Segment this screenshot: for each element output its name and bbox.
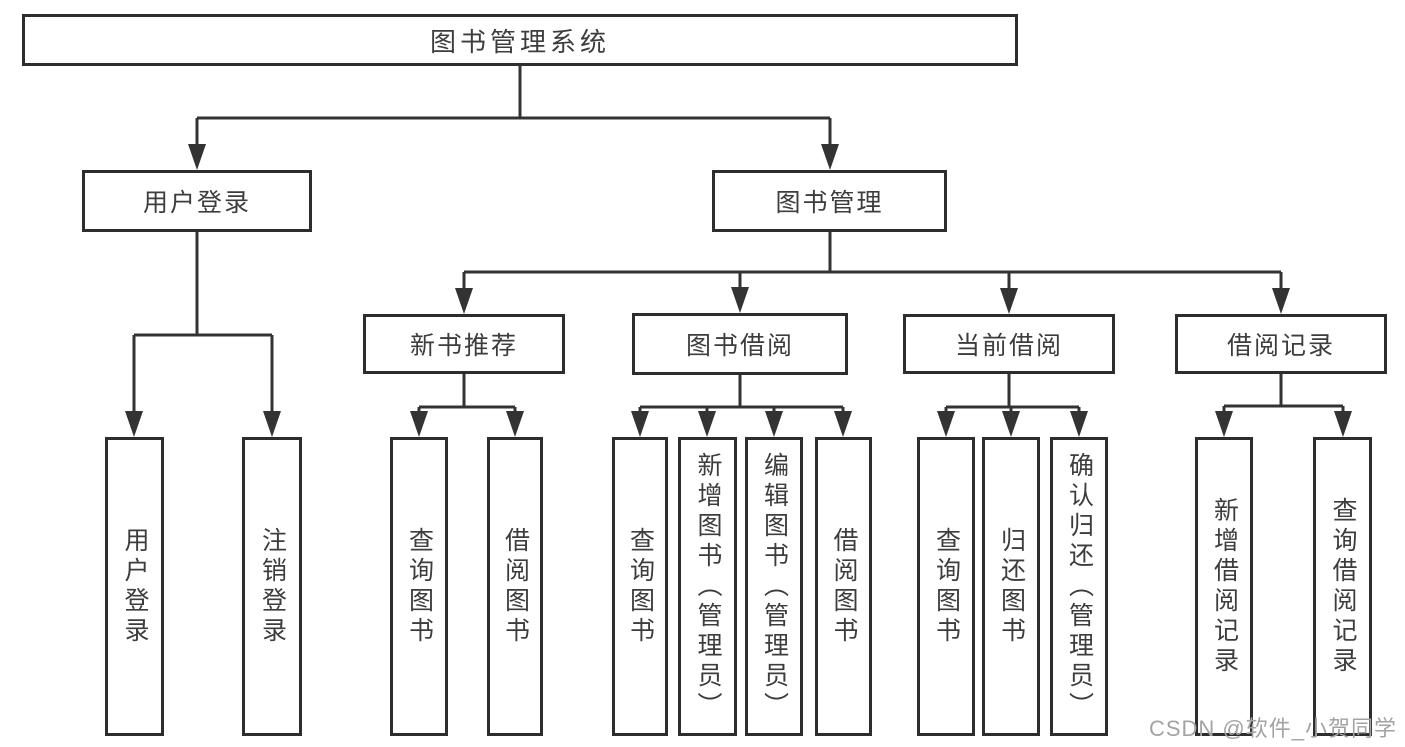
- leaf-add-books-admin: 新增图书（管理员）: [678, 437, 737, 736]
- node-book-management: 图书管理: [712, 170, 947, 232]
- node-library-system: 图书管理系统: [22, 14, 1018, 66]
- leaf-query-books-borrow: 查询图书: [612, 437, 668, 736]
- node-current-borrow: 当前借阅: [903, 314, 1115, 374]
- leaf-borrow-books-recommend: 借阅图书: [487, 437, 543, 736]
- node-user-login: 用户登录: [82, 170, 312, 232]
- leaf-query-books-recommend: 查询图书: [390, 437, 448, 736]
- leaf-confirm-return-admin: 确认归还（管理员）: [1050, 437, 1108, 736]
- leaf-edit-books-admin: 编辑图书（管理员）: [745, 437, 803, 736]
- node-book-borrow: 图书借阅: [632, 313, 848, 375]
- leaf-query-books-current: 查询图书: [917, 437, 975, 736]
- node-new-book-recommend: 新书推荐: [363, 314, 565, 374]
- node-borrow-records: 借阅记录: [1175, 314, 1387, 374]
- leaf-return-books: 归还图书: [982, 437, 1040, 736]
- arrowheads: [125, 144, 1352, 437]
- watermark: CSDN @软件_小贺同学: [1148, 716, 1397, 741]
- leaf-add-borrow-record: 新增借阅记录: [1195, 437, 1253, 736]
- leaf-logout: 注销登录: [242, 437, 302, 736]
- leaf-user-login: 用户登录: [105, 437, 164, 736]
- leaf-query-borrow-record: 查询借阅记录: [1313, 437, 1372, 736]
- leaf-borrow-books: 借阅图书: [815, 437, 872, 736]
